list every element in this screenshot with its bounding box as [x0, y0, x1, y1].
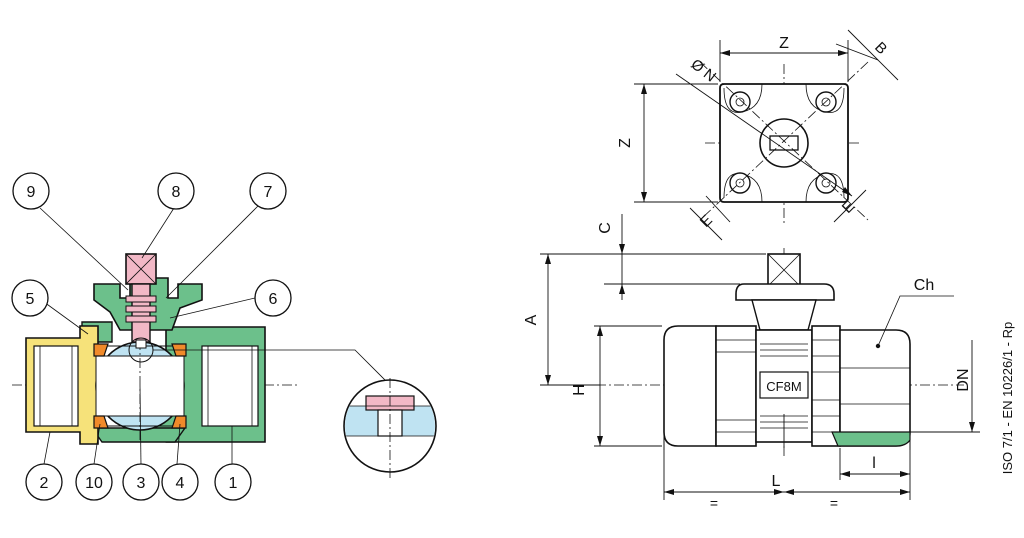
top-flange-view: Z Z Ø N B E E	[617, 29, 899, 241]
callout-5: 5	[11, 279, 49, 317]
svg-text:3: 3	[137, 475, 146, 492]
body-mark: CF8M	[766, 379, 801, 394]
standard-reference: ISO 7/1 - EN 10226/1 - Rp	[1000, 322, 1015, 474]
svg-text:8: 8	[172, 184, 181, 201]
cross-section-view: 9 8 7 5 6 2 10 3	[11, 172, 437, 501]
front-body	[663, 325, 717, 447]
callout-2: 2	[25, 463, 63, 501]
svg-text:5: 5	[26, 291, 35, 308]
svg-text:9: 9	[27, 184, 36, 201]
svg-text:4: 4	[176, 475, 185, 492]
seat-left-top	[93, 343, 109, 357]
dim-a: A	[523, 314, 540, 325]
dim-z-vertical: Z	[617, 138, 634, 148]
callout-10: 10	[75, 463, 113, 501]
callout-6: 6	[254, 279, 292, 317]
seat-right-bottom	[171, 415, 187, 429]
dim-c: C	[597, 222, 614, 234]
callout-1: 1	[214, 463, 252, 501]
dim-bolt-circle: Ø N	[688, 56, 719, 86]
svg-text:7: 7	[264, 184, 273, 201]
dim-dn: DN	[955, 368, 972, 391]
svg-text:6: 6	[269, 291, 278, 308]
dim-e-left: E	[697, 212, 716, 231]
detail-view	[343, 378, 437, 478]
ch-label: Ch	[875, 277, 954, 349]
dim-l-small: l	[872, 455, 876, 472]
dim-b: B	[871, 39, 890, 58]
dimension-row	[663, 412, 911, 450]
dn-dimension: DN	[910, 340, 980, 433]
dim-half-left: =	[710, 495, 718, 511]
callout-leaders	[39, 205, 259, 467]
svg-text:2: 2	[40, 475, 49, 492]
svg-text:10: 10	[85, 475, 103, 492]
front-view: CF8M C A H	[523, 214, 964, 456]
bottom-dimension-set: l L = =	[663, 448, 911, 511]
callout-7: 7	[249, 172, 287, 210]
thread-section	[831, 431, 911, 447]
left-bore	[33, 345, 79, 427]
dim-ch: Ch	[914, 277, 934, 294]
dim-h: H	[571, 384, 588, 396]
callout-9: 9	[12, 172, 50, 210]
callout-4: 4	[161, 463, 199, 501]
seat-left-bottom	[93, 415, 109, 429]
stem	[131, 283, 151, 343]
right-bore	[201, 345, 259, 427]
dim-z-horizontal: Z	[779, 35, 789, 52]
dim-l: L	[772, 473, 781, 490]
callout-8: 8	[157, 172, 195, 210]
callout-3: 3	[122, 463, 160, 501]
svg-text:1: 1	[229, 475, 238, 492]
dim-half-right: =	[830, 495, 838, 511]
